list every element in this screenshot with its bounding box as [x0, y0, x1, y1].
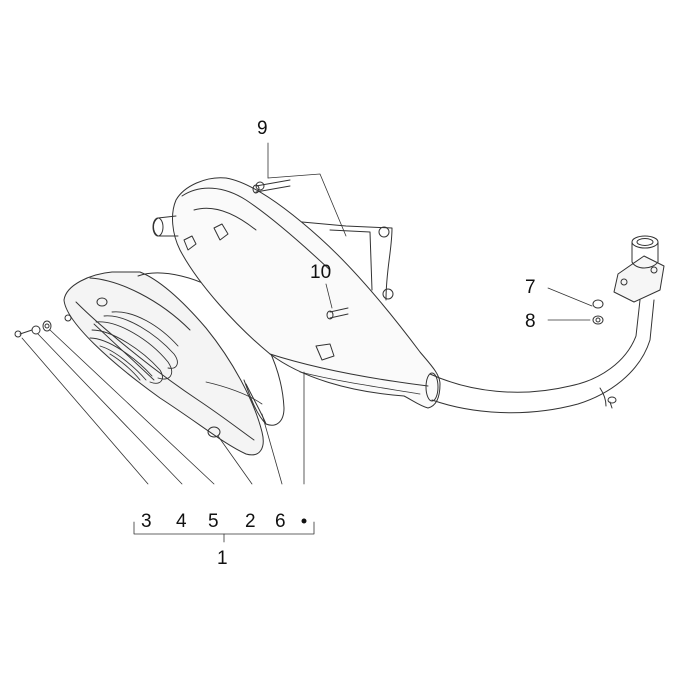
callout-2[interactable]: 2 [245, 511, 256, 532]
hardware [14, 179, 604, 338]
callout-4[interactable]: 4 [176, 511, 187, 532]
callout-10[interactable]: 10 [310, 262, 332, 283]
callout-7[interactable]: 7 [525, 277, 536, 298]
callout-6[interactable]: 6 [275, 511, 286, 532]
group-dot [301, 518, 307, 524]
heat-shield-cover [63, 271, 264, 456]
cover-grille [89, 311, 179, 384]
exhaust-pipe [425, 235, 665, 414]
cover-gasket [137, 272, 285, 426]
callout-8[interactable]: 8 [525, 311, 536, 332]
callout-1[interactable]: 1 [217, 548, 228, 569]
leader-lines [21, 142, 593, 543]
callout-3[interactable]: 3 [141, 511, 152, 532]
callout-5[interactable]: 5 [208, 511, 219, 532]
callout-9[interactable]: 9 [257, 118, 268, 139]
